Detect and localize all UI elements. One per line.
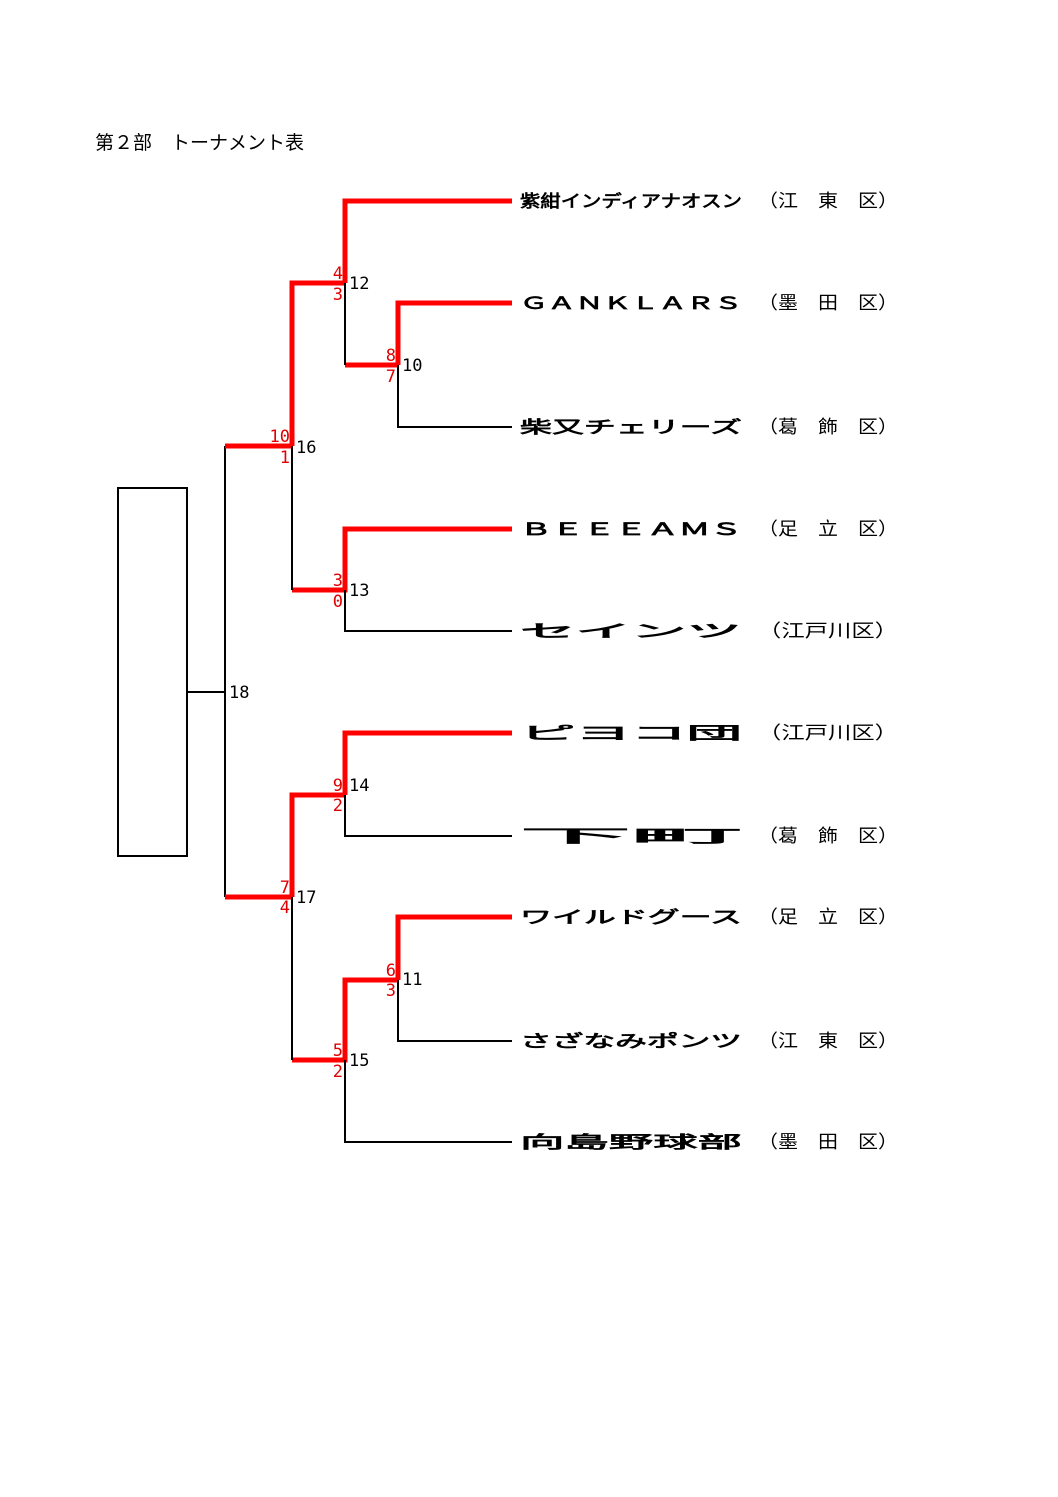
winner-path-m15 bbox=[292, 977, 398, 1063]
match-number-10: 10 bbox=[402, 356, 422, 376]
team-name: ＢＥＥＥＡＭＳ bbox=[520, 520, 742, 540]
team-ward: （葛 飾 区） bbox=[758, 826, 898, 847]
team-ward: （江戸川区） bbox=[758, 621, 898, 642]
team-ward: （足 立 区） bbox=[758, 519, 898, 540]
team-ward: （足 立 区） bbox=[758, 907, 898, 928]
score-top-m16: 10 bbox=[270, 427, 290, 447]
winner-path-m16 bbox=[289, 280, 345, 446]
winner-path-m17 bbox=[289, 792, 345, 897]
team-ward: （墨 田 区） bbox=[758, 1132, 898, 1153]
team-ward: （江 東 区） bbox=[758, 191, 898, 212]
team-name: 紫紺インディアナオスン bbox=[520, 191, 742, 212]
match-number-17: 17 bbox=[296, 888, 316, 908]
team-ward: （葛 飾 区） bbox=[758, 417, 898, 438]
team-name: 下町 bbox=[520, 827, 742, 847]
score-bottom-m10: 7 bbox=[386, 367, 396, 387]
match-number-13: 13 bbox=[349, 581, 369, 601]
score-bottom-m15: 2 bbox=[333, 1062, 343, 1082]
team-ward: （墨 田 区） bbox=[758, 293, 898, 314]
score-top-m12: 4 bbox=[333, 264, 343, 284]
score-bottom-m16: 1 bbox=[280, 448, 290, 468]
score-bottom-m11: 3 bbox=[386, 981, 396, 1001]
score-top-m11: 6 bbox=[386, 961, 396, 981]
match-number-18: 18 bbox=[229, 683, 249, 703]
champion-box bbox=[117, 487, 188, 857]
score-bottom-m13: 0 bbox=[333, 592, 343, 612]
team-name: セインツ bbox=[520, 622, 742, 642]
team-name: ピヨコ団 bbox=[520, 724, 742, 744]
match-number-16: 16 bbox=[296, 438, 316, 458]
match-number-15: 15 bbox=[349, 1051, 369, 1071]
winner-path-m12 bbox=[342, 198, 512, 283]
loser-line-m14 bbox=[344, 795, 512, 837]
loser-line-m11 bbox=[397, 980, 512, 1042]
team-name: 柴又チェリーズ bbox=[518, 417, 742, 438]
loser-line-m13 bbox=[344, 590, 512, 632]
score-bottom-m17: 4 bbox=[280, 898, 290, 918]
match-number-14: 14 bbox=[349, 776, 369, 796]
team-ward: （江 東 区） bbox=[758, 1031, 898, 1052]
score-top-m10: 8 bbox=[386, 346, 396, 366]
match-number-11: 11 bbox=[402, 970, 422, 990]
loser-line-m10 bbox=[397, 365, 512, 428]
score-top-m14: 9 bbox=[333, 776, 343, 796]
winner-path-m11 bbox=[395, 914, 512, 980]
loser-line-m15 bbox=[344, 1060, 512, 1143]
page-title: 第２部 トーナメント表 bbox=[95, 132, 305, 154]
winner-path-m10 bbox=[395, 300, 512, 365]
team-name: ワイルドグース bbox=[520, 907, 742, 928]
team-ward: （江戸川区） bbox=[758, 723, 898, 744]
team-name: 向島野球部 bbox=[520, 1132, 742, 1153]
score-top-m15: 5 bbox=[333, 1041, 343, 1061]
score-top-m13: 3 bbox=[333, 571, 343, 591]
score-top-m17: 7 bbox=[280, 878, 290, 898]
score-bottom-m12: 3 bbox=[333, 285, 343, 305]
score-bottom-m14: 2 bbox=[333, 796, 343, 816]
winner-path-m14 bbox=[342, 730, 512, 795]
team-name: さざなみポンツ bbox=[520, 1031, 742, 1052]
winner-path-m13 bbox=[292, 526, 512, 593]
match-number-12: 12 bbox=[349, 274, 369, 294]
team-name: ＧＡＮＫＬＡＲＳ bbox=[520, 294, 742, 314]
